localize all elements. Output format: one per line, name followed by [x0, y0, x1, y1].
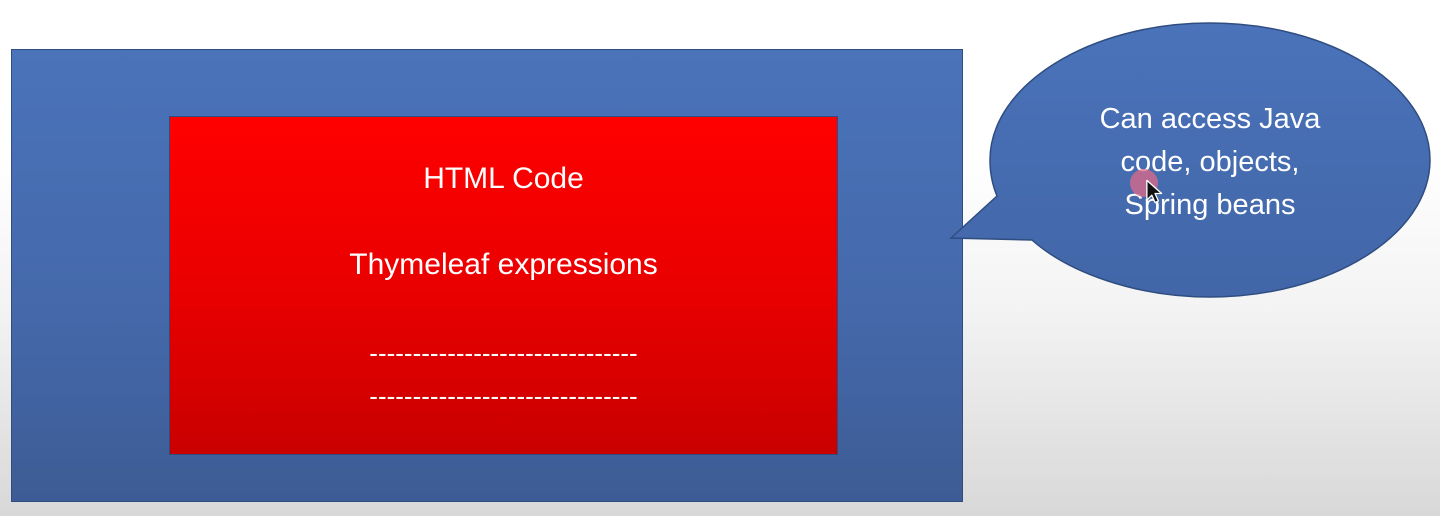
inner-line-dashes-2: -------------------------------	[369, 381, 638, 411]
speech-bubble-line-2: code, objects,	[1120, 146, 1300, 178]
speech-bubble-line-3: Spring beans	[1124, 189, 1296, 221]
inner-line-thymeleaf: Thymeleaf expressions	[349, 248, 658, 281]
speech-bubble-text: Can access Java code, objects, Spring be…	[1062, 98, 1358, 227]
mouse-pointer-icon	[1130, 169, 1163, 204]
speech-bubble-line-1: Can access Java	[1099, 103, 1321, 135]
inner-box: HTML Code Thymeleaf expressions --------…	[169, 116, 838, 455]
inner-line-dashes-1: -------------------------------	[369, 338, 638, 368]
inner-line-html-code: HTML Code	[423, 162, 584, 195]
